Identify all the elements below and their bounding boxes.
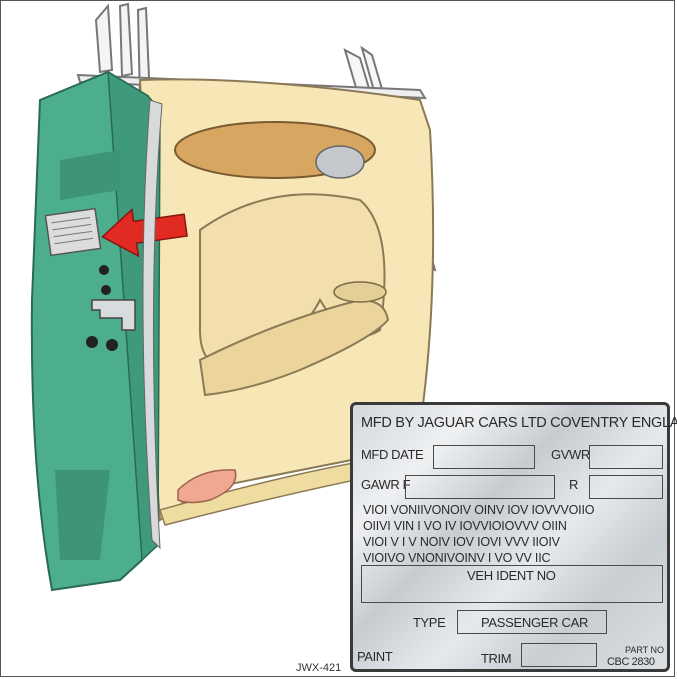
type-label: TYPE xyxy=(413,615,445,630)
trim-field xyxy=(521,643,597,667)
trim-label: TRIM xyxy=(481,651,511,666)
gvwr-field xyxy=(589,445,663,469)
code-line-1: VIOI VONIIVONOIV OINV IOV IOVVVOIIO xyxy=(363,503,594,517)
part-no-label: PART NO xyxy=(625,645,664,656)
mfd-date-label: MFD DATE xyxy=(361,447,423,462)
code-line-4: VIOIVO VNONIVOINV I VO VV IIC xyxy=(363,551,550,565)
type-value: PASSENGER CAR xyxy=(481,615,588,630)
gawr-r-field xyxy=(589,475,663,499)
veh-ident-label: VEH IDENT NO xyxy=(467,568,556,583)
paint-label: PAINT xyxy=(357,649,392,664)
vin-plate: MFD BY JAGUAR CARS LTD COVENTRY ENGLAND … xyxy=(350,402,670,672)
figure-id: JWX-421 xyxy=(296,662,341,674)
mfd-date-field xyxy=(433,445,535,469)
gawr-f-field xyxy=(405,475,555,499)
gawr-f-label: GAWR F xyxy=(361,477,410,492)
gvwr-label: GVWR xyxy=(551,447,590,462)
part-no-value: CBC 2830 xyxy=(607,656,655,668)
code-line-3: VIOI V I V NOIV IOV IOVI VVV IIOIV xyxy=(363,535,560,549)
plate-header: MFD BY JAGUAR CARS LTD COVENTRY ENGLAND xyxy=(361,415,677,431)
code-line-2: OIIVI VIN I VO IV IOVVIOIOVVV OIIN xyxy=(363,519,567,533)
door-handle-cup xyxy=(316,146,364,178)
door-edge-label xyxy=(45,209,100,256)
r-label: R xyxy=(569,477,578,492)
